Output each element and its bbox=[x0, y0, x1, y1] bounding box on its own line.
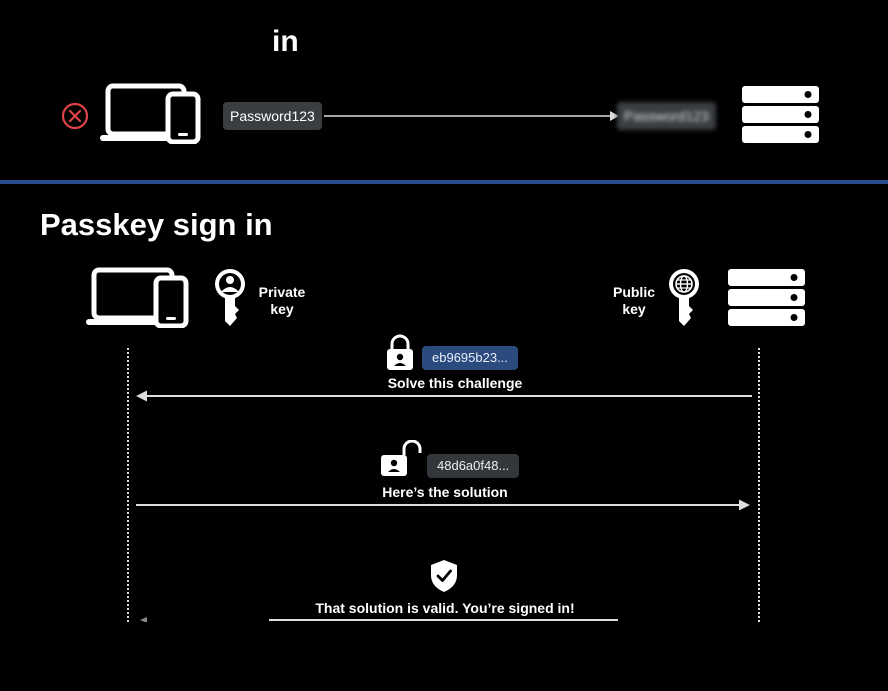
locked-padlock-icon bbox=[387, 334, 413, 370]
challenge-arrow bbox=[136, 390, 752, 402]
password-section-title: in bbox=[272, 25, 299, 58]
server-icon bbox=[742, 86, 819, 143]
public-key-icon bbox=[669, 269, 699, 326]
client-lifeline bbox=[127, 348, 129, 622]
server-lifeline bbox=[758, 348, 760, 622]
private-key-label: Private key bbox=[252, 284, 312, 318]
unlocked-padlock-icon bbox=[381, 440, 422, 476]
laptop-phone-icon bbox=[86, 267, 189, 328]
private-key-label-line1: Private bbox=[258, 284, 306, 300]
passkey-section-title: Passkey sign in bbox=[40, 207, 273, 242]
private-key-label-line2: key bbox=[270, 301, 294, 317]
solution-code-pill: 48d6a0f48... bbox=[427, 454, 520, 478]
public-key-label-line2: key bbox=[622, 301, 646, 317]
received-password-pill: Password123 bbox=[617, 102, 716, 130]
bottom-cropped-area bbox=[0, 622, 888, 691]
public-key-label: Public key bbox=[604, 284, 664, 318]
laptop-phone-icon bbox=[100, 83, 201, 144]
solution-text: Here’s the solution bbox=[382, 484, 508, 500]
challenge-code-pill: eb9695b23... bbox=[422, 346, 518, 370]
error-circle-icon bbox=[61, 102, 89, 130]
server-icon bbox=[728, 269, 805, 326]
shield-check-icon bbox=[431, 560, 457, 592]
private-key-icon bbox=[215, 269, 245, 326]
sent-password-pill: Password123 bbox=[223, 102, 322, 130]
solution-arrow bbox=[136, 499, 750, 511]
section-divider bbox=[0, 180, 888, 184]
challenge-text: Solve this challenge bbox=[387, 375, 523, 391]
valid-text: That solution is valid. You’re signed in… bbox=[315, 600, 575, 616]
public-key-label-line1: Public bbox=[612, 284, 655, 300]
valid-arrow bbox=[140, 617, 618, 623]
password-arrow bbox=[324, 111, 619, 121]
